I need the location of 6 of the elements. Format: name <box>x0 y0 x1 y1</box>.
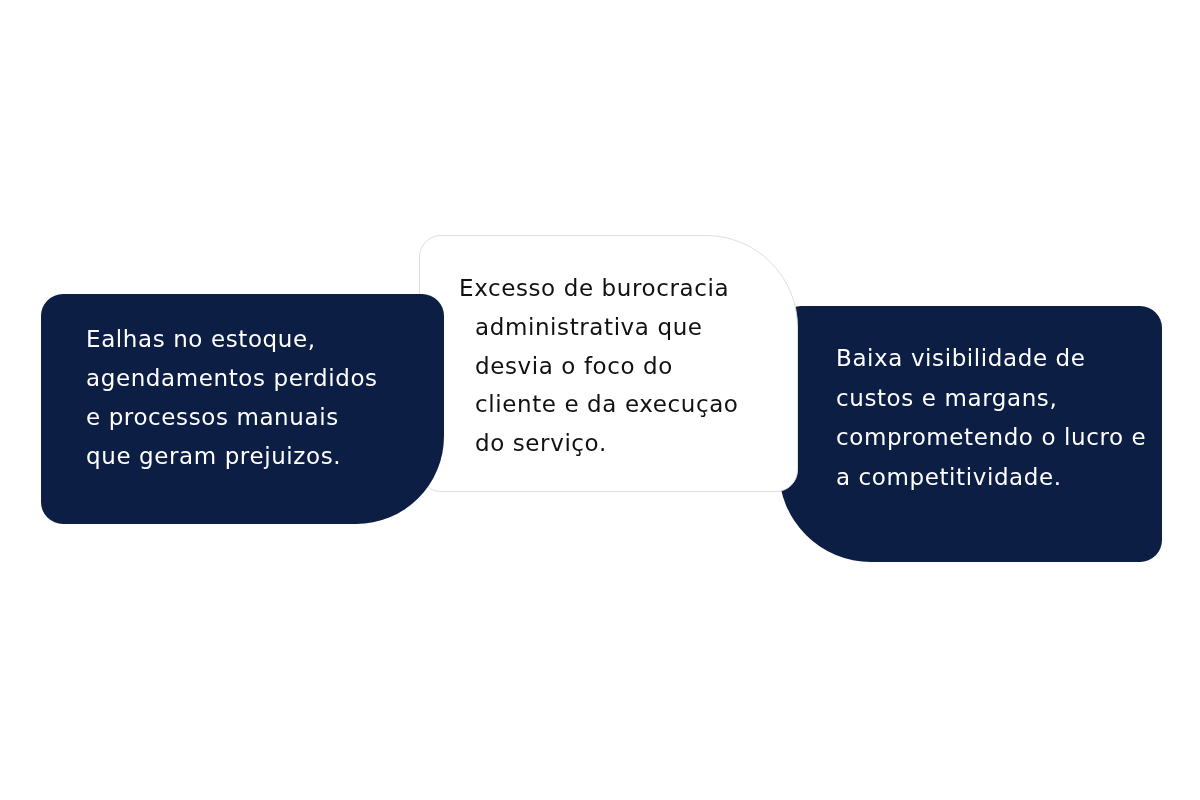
problem-card <box>41 294 444 524</box>
card-text: Ealhas no estoque, agendamentos perdidos e processos manuais que geram prejuizos. <box>86 325 379 471</box>
card-text: Baixa visibilidade de custos e margans, comprometendo o lucro e a competitividade. <box>836 344 1148 493</box>
problem-card <box>779 306 1162 562</box>
card-text: Excesso de burocracia administrativa que desvia o foco do cliente e da execuçao do serviço. <box>459 274 740 459</box>
problem-card <box>419 235 798 492</box>
